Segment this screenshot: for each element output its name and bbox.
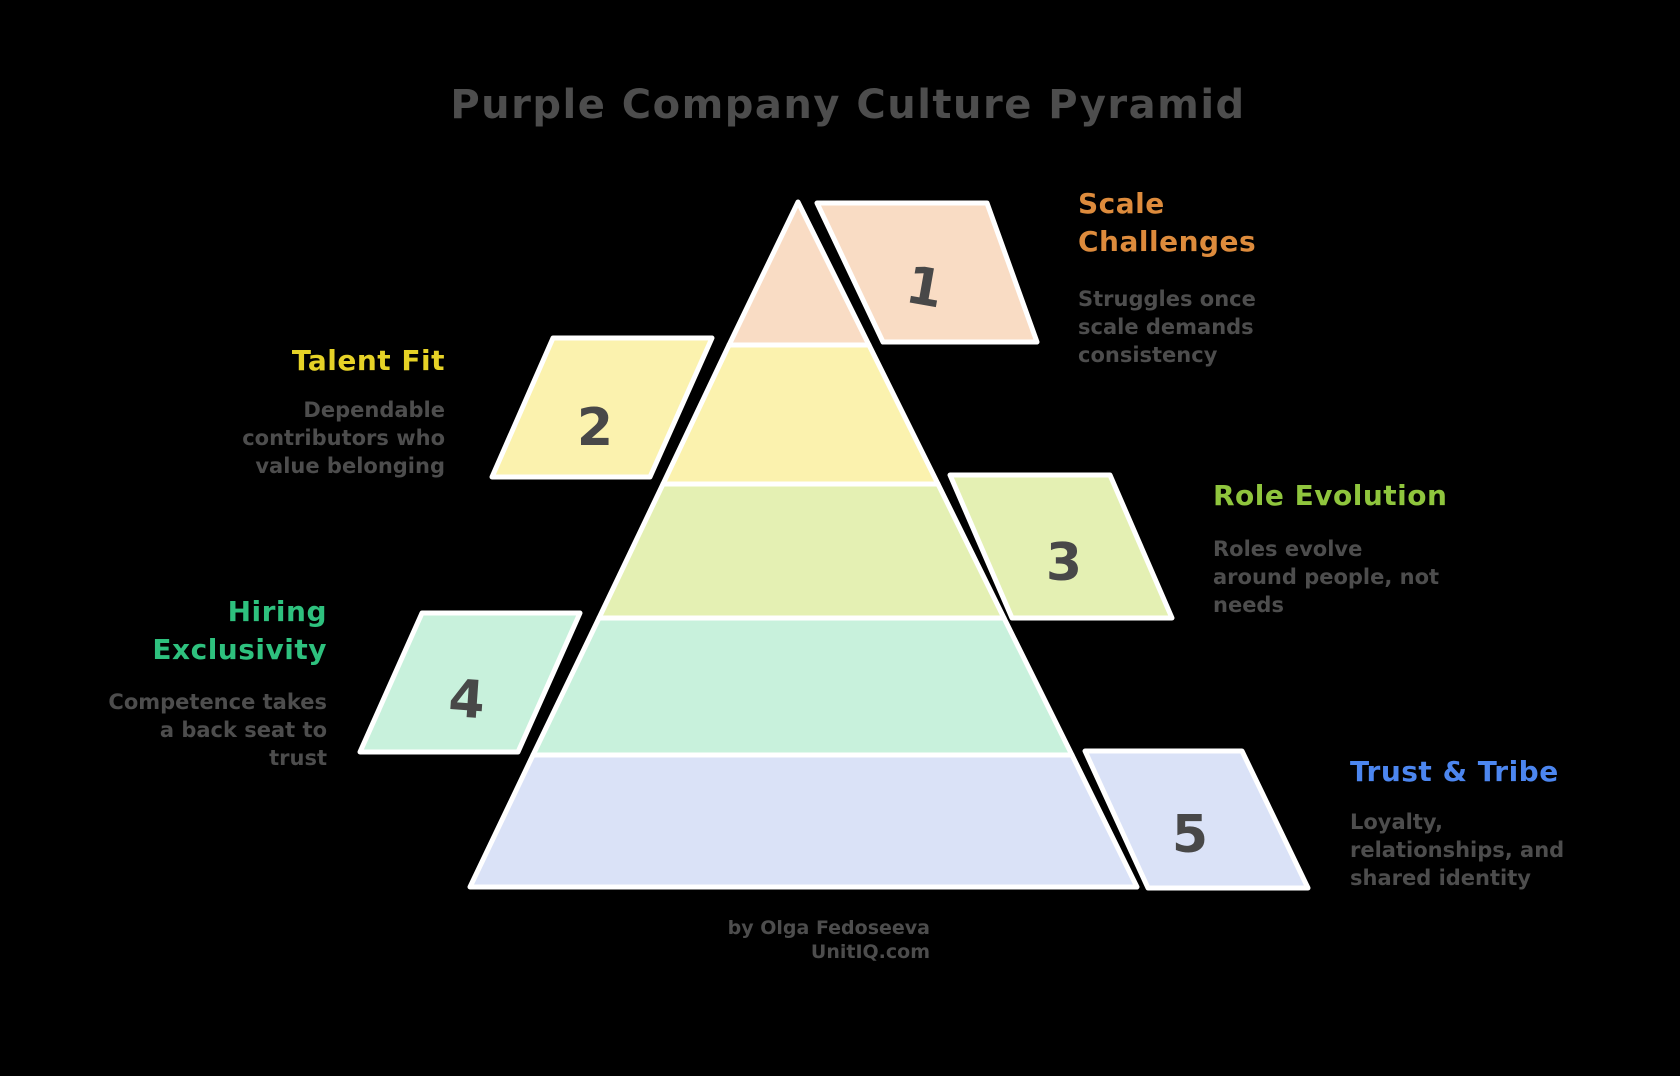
pyramid-level-4-band [530,615,1075,758]
level-3-desc-line-2: around people, not [1213,565,1439,589]
level-4-desc-line-2: a back seat to [160,718,327,742]
level-1-label-block: Scale Challenges Struggles once scale de… [1078,187,1256,367]
pyramid-level-3-band [596,481,1007,621]
level-2-tab [489,335,715,480]
level-2-desc-line-1: Dependable [303,398,445,422]
level-1-heading-line-2: Challenges [1078,225,1256,258]
footer-site: UnitIQ.com [811,941,930,963]
level-2-number: 2 [577,398,613,458]
level-4-desc-line-1: Competence takes [108,690,327,714]
level-2-label-block: Talent Fit Dependable contributors who v… [242,344,445,478]
level-4-desc-line-3: trust [269,746,327,770]
level-3-desc-line-1: Roles evolve [1213,537,1362,561]
level-4-tab [357,610,583,755]
level-2-desc-line-2: contributors who [242,426,445,450]
footer-byline: by Olga Fedoseeva [728,917,930,939]
level-3-desc-line-3: needs [1213,593,1284,617]
level-4-heading-line-2: Exclusivity [152,633,327,666]
level-2-heading-line-1: Talent Fit [292,344,445,377]
diagram-title: Purple Company Culture Pyramid [450,82,1245,128]
level-2-desc-line-3: value belonging [255,454,445,478]
pyramid [467,199,1140,890]
level-5-tab [1082,748,1311,891]
level-5-desc-line-2: relationships, and [1350,838,1564,862]
level-5-number: 5 [1172,805,1208,865]
level-3-number: 3 [1046,533,1082,593]
level-1-heading-line-1: Scale [1078,187,1165,220]
level-4-label-block: Hiring Exclusivity Competence takes a ba… [108,595,327,770]
level-3-label-block: Role Evolution Roles evolve around peopl… [1213,479,1447,617]
level-5-heading-line-1: Trust & Tribe [1350,755,1559,788]
level-4-number: 4 [447,669,487,731]
level-5-desc-line-3: shared identity [1350,866,1531,890]
level-5-label-block: Trust & Tribe Loyalty, relationships, an… [1350,755,1564,890]
pyramid-tabs: 1 2 3 4 5 [357,200,1311,891]
footer-credit: by Olga Fedoseeva UnitIQ.com [728,917,930,963]
level-1-tab [814,200,1040,345]
level-3-tab [947,472,1175,621]
pyramid-level-5-band [467,752,1140,890]
level-3-heading-line-1: Role Evolution [1213,479,1447,512]
level-4-heading-line-1: Hiring [228,595,327,628]
level-1-desc-line-1: Struggles once [1078,287,1256,311]
level-5-desc-line-1: Loyalty, [1350,810,1443,834]
level-1-desc-line-3: consistency [1078,343,1218,367]
level-1-desc-line-2: scale demands [1078,315,1254,339]
